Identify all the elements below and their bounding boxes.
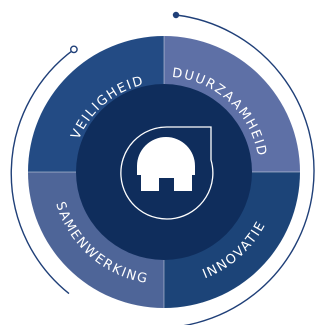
house-emblem <box>120 126 214 220</box>
house-icon <box>137 137 195 191</box>
orbit-endpoint-hollow <box>70 45 78 54</box>
orbit-endpoint-dot <box>172 11 180 19</box>
emblem-outline <box>120 126 214 220</box>
orbit-arc-left <box>10 48 75 295</box>
orbit-arc-right <box>175 14 315 325</box>
